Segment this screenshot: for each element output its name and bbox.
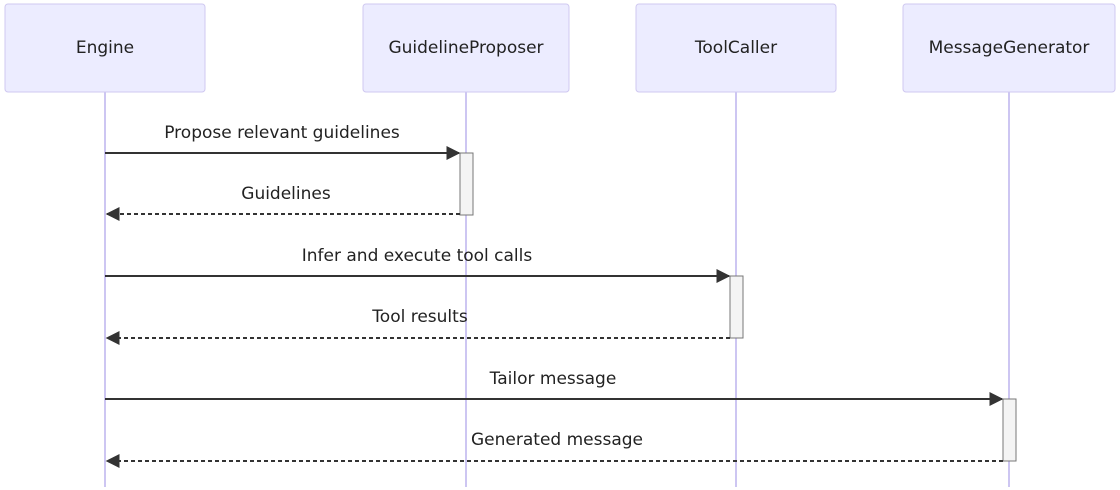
message-label-propose-guidelines: Propose relevant guidelines	[164, 123, 400, 143]
actor-guideline-proposer: GuidelineProposer	[362, 3, 570, 93]
message-label-tool-results: Tool results	[371, 307, 468, 327]
actor-engine: Engine	[4, 3, 206, 93]
message-label-generated-message: Generated message	[471, 430, 643, 450]
actor-label: GuidelineProposer	[388, 38, 543, 58]
message-label-tailor-message: Tailor message	[489, 369, 617, 389]
message-label-infer-tool-calls: Infer and execute tool calls	[302, 246, 533, 266]
message-label-guidelines: Guidelines	[241, 184, 331, 204]
activation-tool-caller	[729, 275, 744, 339]
actor-label: ToolCaller	[694, 38, 777, 58]
actor-message-generator: MessageGenerator	[902, 3, 1116, 93]
activation-guideline-proposer	[459, 152, 474, 216]
actor-label: MessageGenerator	[929, 38, 1090, 58]
activation-message-generator	[1002, 398, 1017, 462]
actor-tool-caller: ToolCaller	[635, 3, 837, 93]
actor-label: Engine	[76, 38, 134, 58]
